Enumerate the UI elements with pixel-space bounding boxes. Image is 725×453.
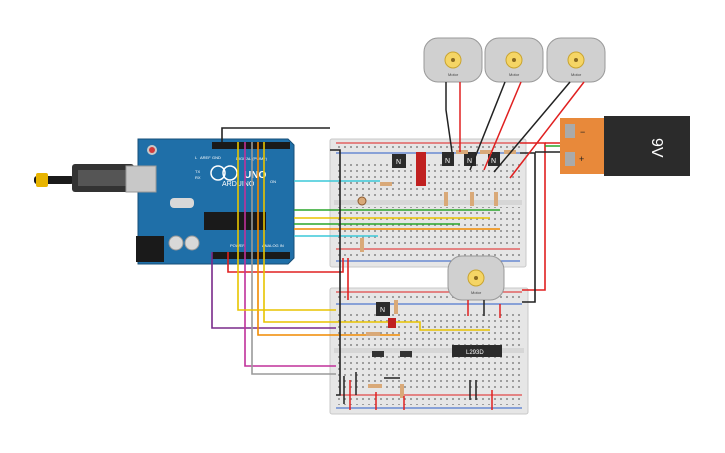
battery-positive-symbol: + [579,154,584,164]
wire-yellow-2[interactable] [263,142,490,331]
resistor-8[interactable] [380,182,392,186]
resistor-6[interactable] [480,150,492,154]
wire-magenta[interactable] [244,142,336,367]
motor-4-label: Motor [471,290,482,295]
usb-port [125,165,157,193]
breadboard-bottom[interactable] [329,287,529,415]
wire-gnd-top[interactable] [221,127,330,142]
photoresistor[interactable] [357,196,367,206]
led-red-2[interactable] [388,318,396,328]
transistor-3-label: N [467,158,472,165]
motor-3[interactable]: Motor [546,37,606,83]
resistor-5[interactable] [456,150,468,154]
battery-negative-symbol: − [580,127,585,137]
top-components: N N N N [357,150,516,252]
led-red[interactable] [416,152,426,186]
motor-1-label: Motor [448,72,459,77]
wire-5v[interactable] [227,252,344,273]
transistor-5-label: N [380,307,385,314]
resistor-9[interactable] [394,300,398,314]
l293d-label: L293D [466,350,484,356]
resistor-11[interactable] [368,384,382,388]
wire-gray[interactable] [251,142,336,375]
motor-1[interactable]: Motor [423,37,483,83]
transistor-1-label: N [396,159,401,166]
rx-label: RX [195,175,201,180]
transistor-5[interactable] [376,302,390,316]
motor-2[interactable]: Motor [484,37,544,83]
switch-2[interactable] [400,351,412,357]
l293d-chip[interactable] [452,345,502,357]
battery-9v[interactable]: − + 9V [560,116,690,176]
motor-4[interactable]: Motor [447,255,505,301]
power-jack [136,236,164,262]
resistor-12[interactable] [400,384,404,398]
gnd-label: GND [212,155,221,160]
resistor-3[interactable] [470,192,474,206]
wire-battery-neg-rail[interactable] [520,152,536,303]
resistor-4[interactable] [494,192,498,206]
analog-in-label: ANALOG IN [262,243,284,248]
arduino-model-label: UNO [244,170,266,181]
resistor-10[interactable] [366,332,380,336]
transistor-4[interactable] [488,152,500,166]
on-label: ON [270,179,276,184]
wires [211,127,568,396]
atmega-chip [204,212,266,230]
tx-label: TX [195,169,200,174]
wire-purple[interactable] [211,252,336,329]
aref-label: AREF [200,155,211,160]
wire-gnd-rail[interactable] [330,149,341,396]
wire-orange-2[interactable] [257,142,400,336]
resistor-1[interactable] [360,238,364,252]
switch-1[interactable] [372,351,384,357]
wire-yellow-3[interactable] [237,142,336,311]
power-analog-header [212,252,290,259]
bottom-components: Motor N L293D [343,255,505,410]
wire-battery-pos-rail[interactable] [520,142,546,291]
motor-2-label: Motor [509,72,520,77]
arduino-uno-board[interactable]: ARDUINO UNO DIGITAL (PWM~) POWER ANALOG … [34,138,295,265]
breadboard-top[interactable] [329,138,527,268]
motor-3-label: Motor [571,72,582,77]
usb-plug-tip [36,173,48,187]
resistor-2[interactable] [444,192,448,206]
arduino-logo-icon [210,165,226,181]
transistor-1[interactable] [392,154,406,168]
battery-label: 9V [648,138,665,158]
transistor-2[interactable] [442,152,454,166]
transistor-2-label: N [445,158,450,165]
digital-header [212,142,290,149]
transistor-4-label: N [491,158,496,165]
l-led-label: L [195,155,198,160]
motors-top: Motor Motor Motor [423,37,606,179]
